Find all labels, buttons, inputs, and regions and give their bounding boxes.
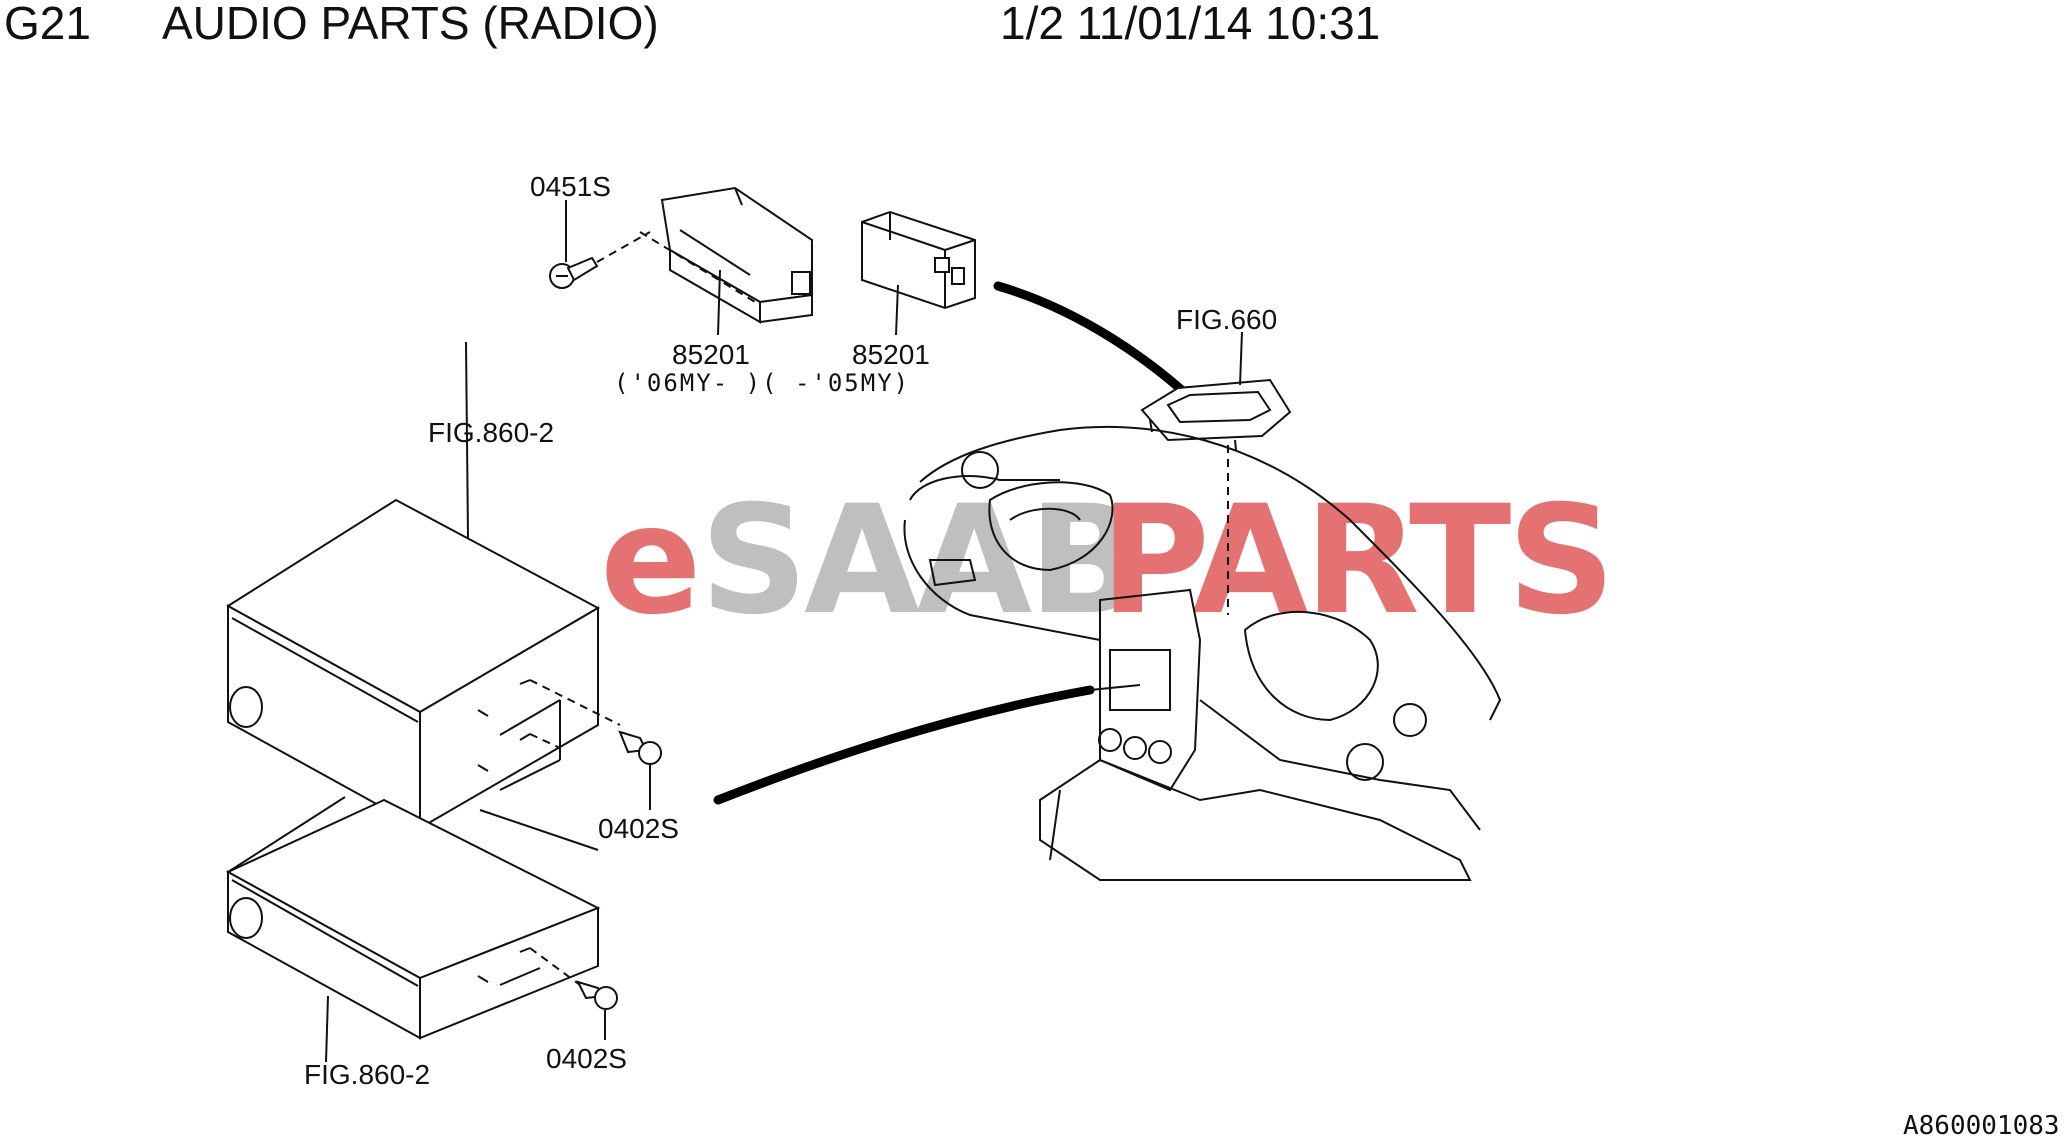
screw-0402s-mid bbox=[618, 730, 662, 810]
dashboard-outline bbox=[903, 425, 1502, 881]
label-0451s: 0451S bbox=[530, 171, 611, 202]
screw-0451s bbox=[549, 200, 761, 306]
arrow-to-dash bbox=[713, 685, 1095, 805]
watermark-e: e bbox=[600, 474, 698, 648]
fig660-bezel bbox=[1140, 331, 1292, 615]
watermark-parts: PARTS bbox=[1100, 474, 1611, 648]
leader-85201-a bbox=[717, 269, 721, 336]
watermark-saab: SAAB bbox=[700, 474, 1139, 648]
label-fig860-top: FIG.860-2 bbox=[428, 417, 554, 448]
arrow-to-dash-tip bbox=[1089, 684, 1141, 691]
label-85201-b: 85201 bbox=[852, 339, 930, 370]
watermark-logo: e SAAB PARTS bbox=[600, 474, 1615, 648]
page-title: AUDIO PARTS (RADIO) bbox=[162, 0, 659, 49]
radio-unit-upper bbox=[226, 341, 621, 830]
label-0402s-mid: 0402S bbox=[598, 813, 679, 844]
screw-0402s-bottom bbox=[576, 980, 618, 1040]
label-model-years: ('06MY- )( -'05MY) bbox=[614, 369, 910, 397]
page-info: 1/2 11/01/14 10:31 bbox=[1000, 0, 1381, 49]
leader-85201-b bbox=[895, 284, 899, 336]
switch-module-05my bbox=[861, 210, 976, 310]
page-header: G21 AUDIO PARTS (RADIO) 1/2 11/01/14 10:… bbox=[0, 0, 2064, 60]
section-code: G21 bbox=[4, 0, 91, 49]
switch-module-06my bbox=[660, 186, 813, 324]
label-fig860-bottom: FIG.860-2 bbox=[304, 1059, 430, 1090]
radio-unit-lower bbox=[225, 796, 601, 1063]
arrow-to-fig660 bbox=[993, 281, 1200, 407]
label-0402s-bottom: 0402S bbox=[546, 1043, 627, 1074]
label-85201-a: 85201 bbox=[672, 339, 750, 370]
drawing-code: A860001083 bbox=[1903, 1111, 2060, 1141]
label-fig660: FIG.660 bbox=[1176, 304, 1277, 335]
